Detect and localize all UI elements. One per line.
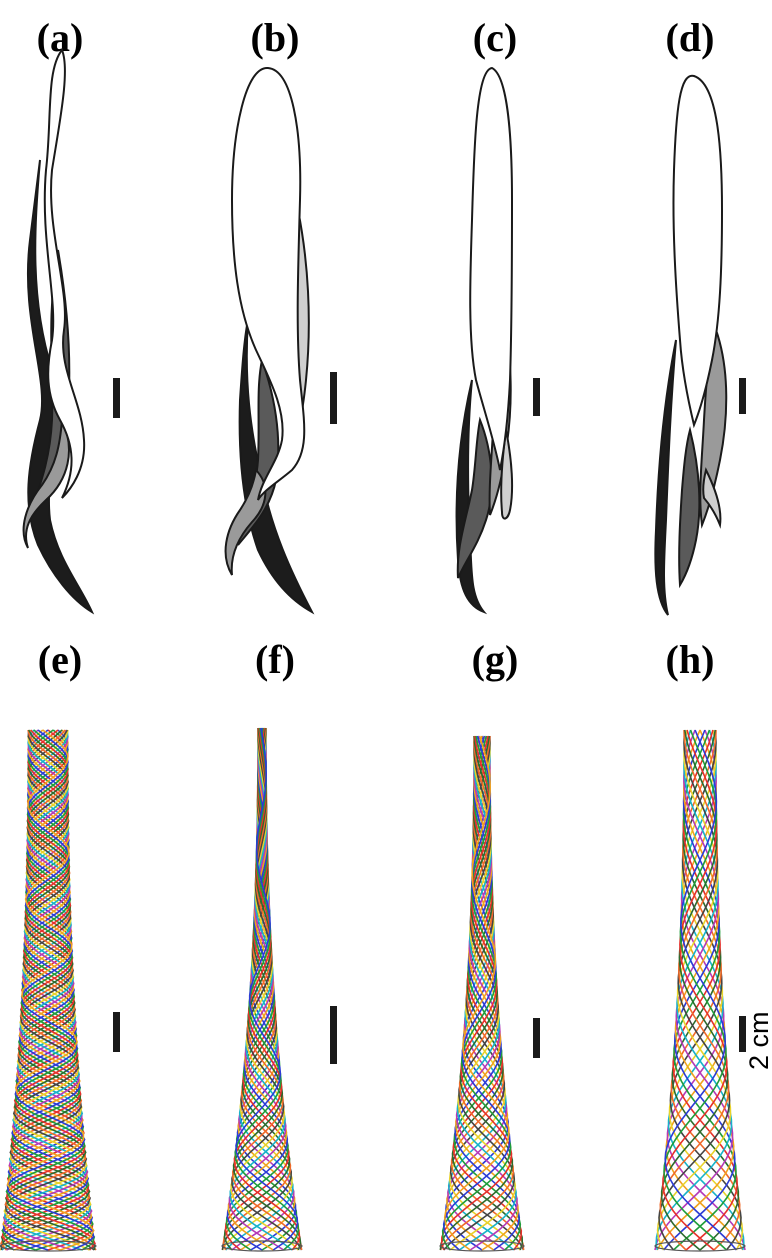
fish-outline-b [226, 68, 312, 612]
fish-outline-a [24, 50, 92, 612]
strand-bundle-g [440, 736, 524, 1251]
scale-bar-d [739, 378, 746, 414]
scale-bar-a [113, 378, 120, 418]
fish-outline-c [457, 68, 513, 612]
body-c [470, 68, 512, 470]
scale-bar-b [330, 372, 337, 424]
strand-bundle-e [0, 730, 96, 1251]
fin-mid-d [679, 430, 699, 585]
fish-outline-d [655, 76, 726, 615]
scale-bar-g [533, 1018, 540, 1058]
scale-bar-f [330, 1006, 337, 1064]
scale-bar-unit-label: 2 cm [744, 1011, 772, 1070]
strand-bundle-f [222, 728, 302, 1251]
scale-bar-e [113, 1012, 120, 1052]
fin-dark-d [655, 340, 676, 615]
scale-bar-c [533, 378, 540, 416]
strand-bundle-h [655, 730, 745, 1251]
